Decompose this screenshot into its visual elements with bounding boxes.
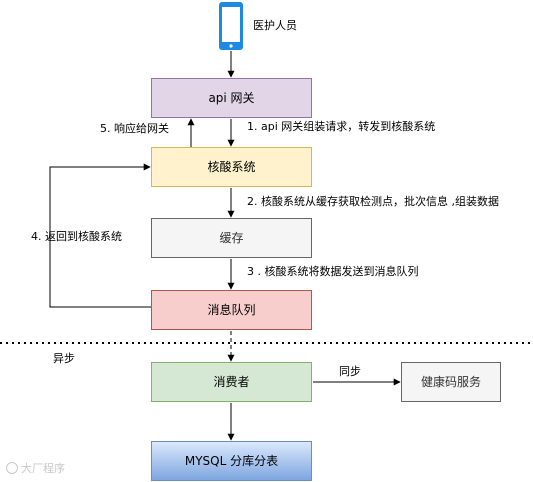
nucleic-system-label: 核酸系统: [207, 160, 256, 174]
watermark-text: 大厂程序: [21, 462, 65, 475]
edge-step5-label: 5. 响应给网关: [100, 122, 169, 135]
edge-step4: [49, 163, 151, 308]
edge-step2-label: 2. 核酸系统从缓存获取检测点，批次信息 ,组装数据: [247, 195, 499, 208]
health-code-node: 健康码服务: [401, 362, 501, 402]
consumer-node: 消费者: [151, 362, 312, 402]
consumer-label: 消费者: [213, 375, 250, 389]
api-gateway-label: api 网关: [208, 91, 255, 105]
mysql-node: MYSQL 分库分表: [151, 441, 312, 481]
mobile-phone-icon: [219, 2, 243, 50]
edge-step1-label: 1. api 网关组装请求，转发到核酸系统: [247, 120, 436, 133]
async-zone-label: 异步: [53, 352, 75, 365]
message-queue-label: 消息队列: [207, 303, 256, 317]
cache-node: 缓存: [151, 218, 312, 258]
edge-sync-label: 同步: [339, 365, 361, 378]
mysql-label: MYSQL 分库分表: [184, 454, 279, 468]
edge-step4-label: 4. 返回到核酸系统: [31, 230, 122, 243]
api-gateway-node: api 网关: [151, 78, 312, 118]
edge-step3-label: 3 . 核酸系统将数据发送到消息队列: [247, 265, 419, 278]
message-queue-node: 消息队列: [151, 290, 312, 330]
actor-label: 医护人员: [253, 19, 297, 32]
watermark-logo-icon: [6, 462, 18, 474]
nucleic-system-node: 核酸系统: [151, 147, 312, 187]
watermark: 大厂程序: [6, 460, 65, 476]
cache-label: 缓存: [219, 231, 244, 245]
health-code-label: 健康码服务: [420, 375, 481, 389]
